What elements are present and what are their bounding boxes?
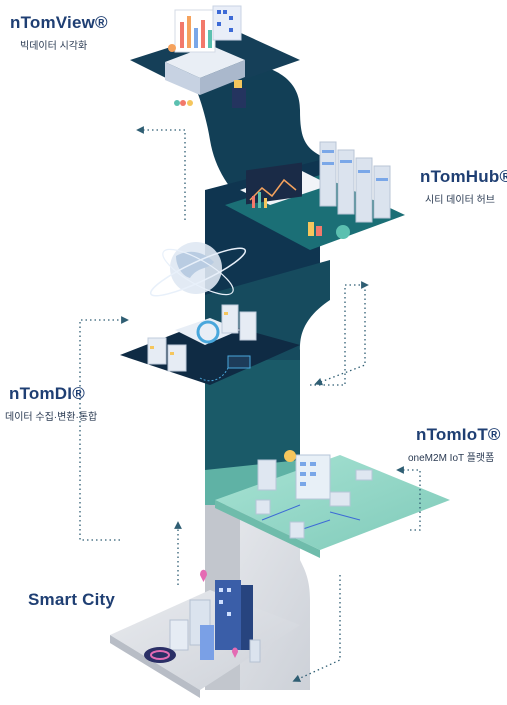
di-platform: [120, 242, 300, 385]
arrow-to-di: [79, 316, 129, 541]
stage-subtitle: 데이터 수집·변환·통합: [5, 412, 98, 423]
city-platform: [110, 569, 300, 698]
ribbon-di-lower: [205, 360, 300, 480]
stage-label-di: nTomDI® 데이터 수집·변환·통합: [5, 384, 97, 423]
arrow-to-view: [136, 126, 186, 220]
stage-title: Smart City: [28, 590, 116, 609]
stage-subtitle: 빅데이터 시각화: [20, 41, 88, 52]
stage-subtitle: 시티 데이터 허브: [425, 195, 495, 206]
stage-title: nTomHub®: [420, 167, 507, 186]
stage-label-hub: nTomHub® 시티 데이터 허브: [420, 167, 507, 206]
arrow-to-iot: [314, 285, 366, 386]
stage-label-view: nTomView® 빅데이터 시각화: [10, 13, 108, 52]
hub-platform: [225, 141, 405, 250]
stage-title: nTomView®: [10, 13, 108, 32]
arrow-iot-to-city: [292, 575, 341, 682]
view-platform: [130, 5, 300, 108]
arrow-iot-to-di: [396, 466, 421, 531]
iot-platform: [215, 450, 450, 558]
stage-title: nTomIoT®: [416, 425, 501, 444]
stage-label-city: Smart City: [28, 590, 115, 610]
flow-arrows: [79, 126, 421, 682]
stage-title: nTomDI®: [9, 384, 85, 403]
stage-subtitle: oneM2M IoT 플랫폼: [408, 453, 495, 464]
stage-label-iot: nTomIoT® oneM2M IoT 플랫폼: [408, 425, 501, 464]
arrow-di-to-hub: [310, 281, 369, 386]
